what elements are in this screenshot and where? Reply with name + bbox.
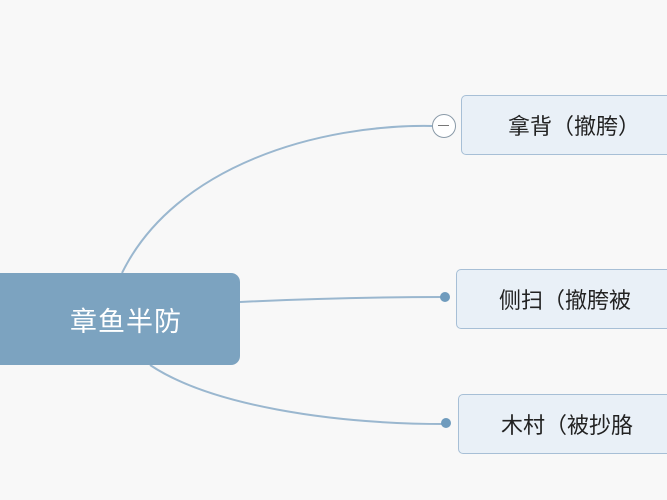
connector-dot-icon	[441, 418, 451, 428]
subtopic-node-side-sweep[interactable]: 侧扫（撤胯被	[456, 269, 667, 329]
subtopic-node-back-take[interactable]: 拿背（撤胯）	[461, 95, 667, 155]
link-root-to-child-3	[149, 364, 447, 425]
central-topic-node[interactable]: 章鱼半防	[0, 273, 240, 365]
central-topic-label: 章鱼半防	[70, 306, 182, 338]
link-root-to-child-2	[239, 296, 446, 303]
connector-dot-icon	[440, 292, 450, 302]
subtopic-label: 侧扫（撤胯被	[499, 289, 632, 314]
subtopic-label: 拿背（撤胯）	[508, 115, 641, 140]
subtopic-node-kimura[interactable]: 木村（被抄胳	[458, 394, 667, 454]
subtopic-label: 木村（被抄胳	[501, 414, 634, 439]
collapse-minus-icon[interactable]	[432, 114, 456, 138]
link-root-to-child-1	[121, 124, 433, 274]
